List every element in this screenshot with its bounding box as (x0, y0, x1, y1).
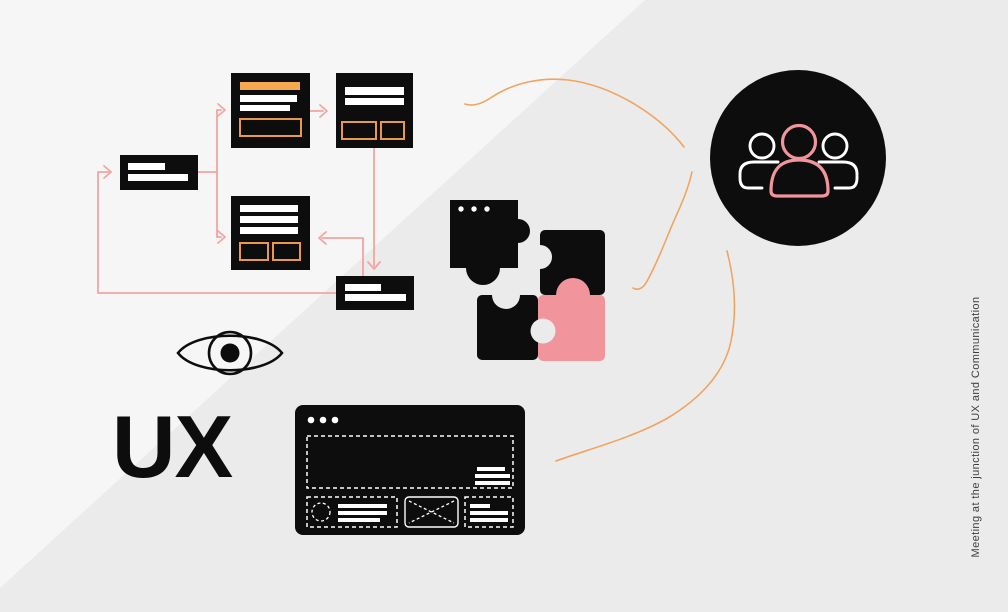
curve-team-to-browser (555, 250, 736, 462)
puzzle-notch (530, 318, 556, 344)
caption-vertical: Meeting at the junction of UX and Commun… (970, 296, 982, 558)
puzzle-notch (528, 245, 552, 269)
orange-connector-curves (464, 78, 736, 462)
puzzle-notch (492, 281, 520, 309)
wireframe-flowchart-icon (97, 73, 414, 310)
puzzle-piece-top-left (450, 200, 530, 285)
browser-card-right (464, 496, 514, 528)
browser-card-image (404, 496, 459, 528)
team-person-right (817, 132, 859, 190)
curve-team-to-puzzle (632, 171, 693, 290)
puzzle-pieces-icon (450, 200, 605, 361)
team-circle-icon (710, 70, 886, 246)
eye-icon (176, 330, 284, 376)
browser-card-left (306, 496, 398, 528)
browser-window-dots (307, 416, 339, 424)
puzzle-piece-bottom-left (477, 295, 538, 360)
team-person-left (738, 132, 780, 190)
flowchart-card-top-right (336, 73, 413, 148)
flowchart-card-top-middle (231, 73, 310, 148)
eye-pupil (220, 343, 240, 363)
browser-hero-block (306, 435, 514, 489)
flowchart-connectors (97, 103, 381, 294)
flowchart-card-bottom-middle (231, 196, 310, 270)
curve-flowchart-to-team (464, 78, 685, 148)
puzzle-piece-pink (538, 278, 605, 361)
ux-label: UX (112, 397, 233, 496)
puzzle-piece-top-right (540, 230, 605, 295)
browser-wireframe-icon (295, 405, 525, 535)
flowchart-card-left (120, 155, 198, 190)
flowchart-card-bottom-right (336, 276, 414, 310)
team-person-center (769, 123, 830, 198)
